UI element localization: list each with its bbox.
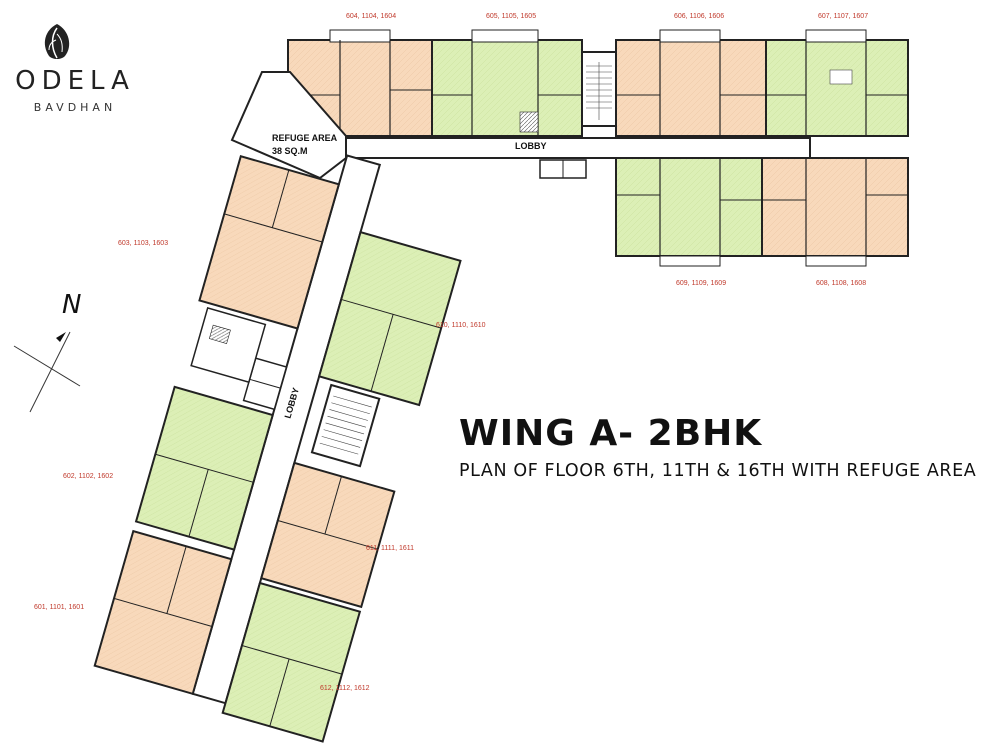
leaf-logo-icon [44,24,70,59]
refuge-area-label: REFUGE AREA [272,133,338,143]
diagonal-wing [93,154,462,743]
unit-label-610: 610, 1110, 1610 [436,322,486,329]
unit-label-605: 605, 1105, 1605 [486,13,537,20]
unit-label-603: 603, 1103, 1603 [118,240,169,247]
unit-608-plan [761,157,909,267]
refuge-area-size: 38 SQ.M [272,146,308,156]
unit-label-609: 609, 1109, 1609 [676,280,727,287]
top-lobby-label: LOBBY [515,141,547,151]
staircase-side [310,383,381,468]
unit-612-plan [221,581,362,743]
plan-subtitle: PLAN OF FLOOR 6TH, 11TH & 16TH WITH REFU… [459,461,977,481]
unit-label-607: 607, 1107, 1607 [818,13,869,20]
unit-label-604: 604, 1104, 1604 [346,13,397,20]
brand-header: ODELA BAVDHAN [0,0,150,140]
unit-label-612: 612, 1112, 1612 [320,685,370,692]
north-arrow-icon [13,331,81,413]
unit-606-plan [615,29,767,137]
compass-north-label: N [62,290,82,320]
top-corridor [344,137,811,159]
brand-name: ODELA [15,66,135,96]
unit-607-plan [765,29,909,137]
brand-location: BAVDHAN [33,101,117,114]
unit-label-606: 606, 1106, 1606 [674,13,725,20]
unit-label-608: 608, 1108, 1608 [816,280,867,287]
unit-label-602: 602, 1102, 1602 [63,473,114,480]
unit-label-611: 611, 1111, 1611 [366,545,415,552]
staircase-top [581,51,617,127]
unit-610-plan [317,230,462,407]
unit-605-plan [431,29,583,137]
unit-label-601: 601, 1101, 1601 [34,604,85,611]
unit-609-plan [615,157,763,267]
unit-603-plan [198,154,341,330]
lift-core-top [539,159,587,179]
plan-title: WING A- 2BHK [459,413,763,454]
